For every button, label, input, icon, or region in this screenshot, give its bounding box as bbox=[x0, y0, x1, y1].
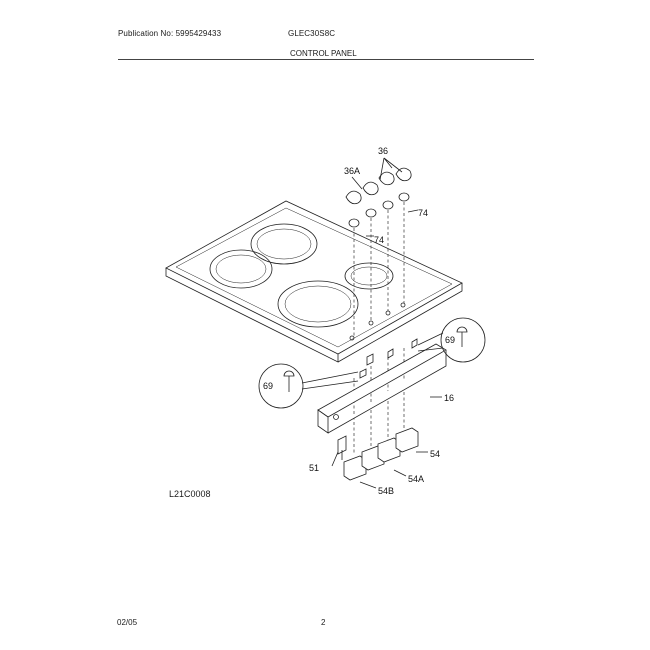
callout-16: 16 bbox=[444, 393, 454, 403]
switch-51 bbox=[337, 435, 347, 460]
knob-36-b bbox=[378, 171, 395, 186]
callout-36: 36 bbox=[378, 146, 388, 156]
callout-54b: 54B bbox=[378, 486, 394, 496]
leader-lines bbox=[331, 157, 442, 489]
screw-detail-69-left bbox=[258, 363, 359, 409]
control-knobs bbox=[345, 167, 412, 205]
page-number: 2 bbox=[321, 618, 326, 627]
burner-front-left bbox=[209, 249, 273, 289]
callout-74-right: 74 bbox=[418, 208, 428, 218]
cooktop-surface bbox=[165, 200, 463, 363]
callout-54a: 54A bbox=[408, 474, 424, 484]
switch-54a bbox=[377, 437, 401, 463]
burner-rear-right bbox=[344, 262, 394, 290]
knob-springs bbox=[348, 192, 410, 228]
control-bracket bbox=[317, 343, 447, 434]
publication-number: Publication No: 5995429433 bbox=[118, 29, 222, 38]
knob-36-a bbox=[362, 181, 379, 196]
callout-69-right: 69 bbox=[445, 335, 455, 345]
callout-36a: 36A bbox=[344, 166, 360, 176]
burner-front-right bbox=[277, 280, 359, 328]
callout-54: 54 bbox=[430, 449, 440, 459]
header-divider bbox=[118, 59, 534, 60]
infinite-switches bbox=[337, 427, 419, 481]
knob-36a bbox=[345, 190, 362, 205]
screw-detail-69-right bbox=[417, 317, 486, 363]
burner-rear-left bbox=[250, 223, 318, 265]
screws bbox=[359, 338, 418, 379]
knob-36-c bbox=[395, 167, 412, 182]
switch-54 bbox=[395, 427, 419, 453]
callout-74-left: 74 bbox=[374, 235, 384, 245]
section-title: CONTROL PANEL bbox=[290, 49, 357, 58]
callout-51: 51 bbox=[309, 463, 319, 473]
model-number: GLEC30S8C bbox=[288, 29, 336, 38]
footer-date: 02/05 bbox=[117, 618, 138, 627]
figure-number: L21C0008 bbox=[169, 489, 211, 499]
callout-69-left: 69 bbox=[263, 381, 273, 391]
switch-54b bbox=[343, 455, 367, 481]
